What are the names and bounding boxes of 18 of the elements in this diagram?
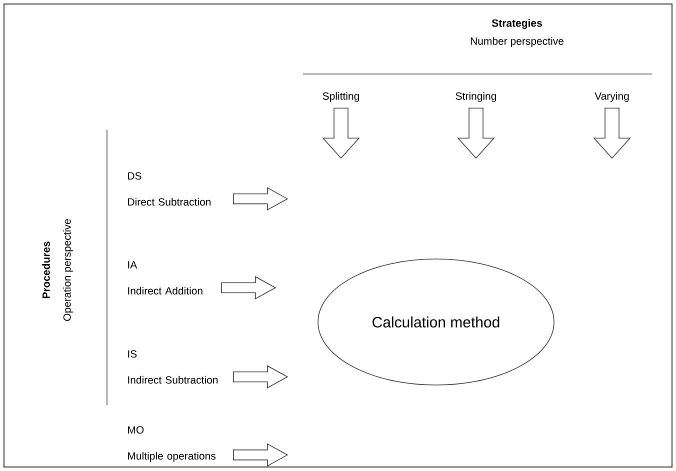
- procedure-text: IS Indirect Subtraction: [128, 350, 218, 384]
- procedure-text: DS Direct Subtraction: [128, 172, 211, 206]
- strategy-text: Splitting: [322, 92, 359, 102]
- heading-text: Operation perspective: [63, 219, 73, 321]
- block-arrow: [233, 187, 288, 211]
- heading-text: Number perspective: [470, 37, 564, 47]
- strategy-text: Stringing: [456, 92, 496, 102]
- procedure-text: IA Indirect Addition: [128, 261, 202, 295]
- block-arrow: [322, 108, 360, 159]
- block-arrow: [233, 365, 288, 389]
- block-arrow: [457, 108, 495, 159]
- heading-text: Procedures: [42, 242, 50, 298]
- block-arrow: [593, 108, 631, 159]
- procedure-text: MO Multiple operations: [128, 426, 216, 462]
- block-arrow: [233, 443, 288, 467]
- strategy-text: Varying: [594, 92, 629, 102]
- heading-text: Strategies: [492, 19, 542, 29]
- block-arrow: [221, 276, 276, 300]
